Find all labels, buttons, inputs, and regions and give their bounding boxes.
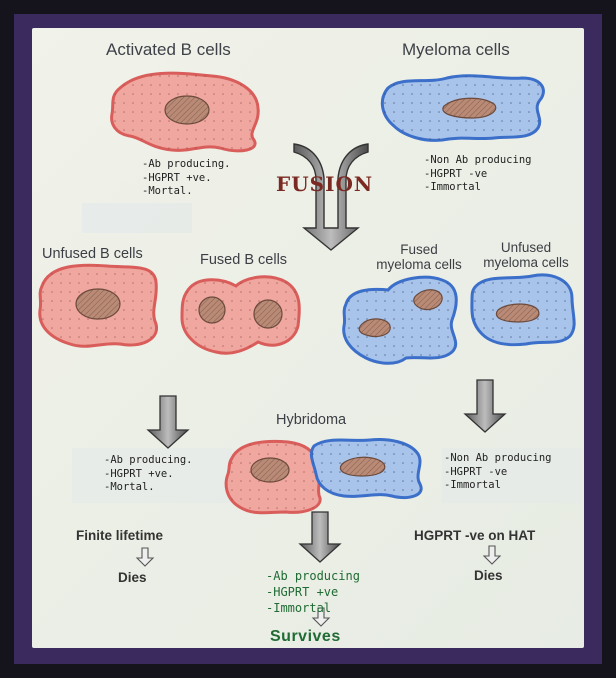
label-unfused-myeloma: Unfused myeloma cells [476, 240, 576, 270]
fusion-arrow [293, 143, 369, 251]
label-survives: Survives [270, 628, 341, 645]
note-myeloma-top-2: -HGPRT -ve [424, 167, 488, 180]
note-hybridoma-3: -Immortal [266, 601, 332, 615]
note-b-top: -Ab producing. -HGPRT +ve. -Mortal. [142, 158, 231, 199]
note-hybridoma: -Ab producing -HGPRT +ve -Immortal [266, 568, 360, 616]
unfused-myeloma-cell [470, 273, 576, 347]
label-fused-myeloma-2: myeloma cells [376, 257, 462, 272]
arrow-center [298, 511, 342, 563]
note-myeloma-top: -Non Ab producing -HGPRT -ve -Immortal [424, 154, 531, 195]
label-dies-right: Dies [474, 568, 503, 583]
note-myeloma-mid-2: -HGPRT -ve [444, 465, 508, 478]
arrow-left [146, 395, 190, 449]
note-b-mid-3: -Mortal. [104, 481, 155, 493]
note-myeloma-mid-3: -Immortal [444, 479, 501, 491]
label-dies-left: Dies [118, 570, 147, 585]
fused-b-cells [180, 275, 301, 355]
note-hybridoma-1: -Ab producing [266, 569, 360, 583]
label-myeloma-cells: Myeloma cells [402, 40, 510, 59]
small-arrow-left [135, 547, 155, 567]
note-b-top-1: -Ab producing. [142, 158, 231, 170]
label-finite-lifetime: Finite lifetime [76, 528, 164, 543]
note-b-top-2: -HGPRT +ve. [142, 171, 212, 184]
note-b-mid: -Ab producing. -HGPRT +ve. -Mortal. [104, 454, 193, 495]
note-hybridoma-2: -HGPRT +ve [266, 585, 339, 599]
diagram-drawing [38, 71, 582, 627]
fused-myeloma-cells [342, 275, 458, 365]
label-hgprt-hat: HGPRT -ve on HAT [414, 528, 536, 543]
note-myeloma-top-1: -Non Ab producing [424, 154, 532, 166]
label-fused-b-cells: Fused B cells [200, 252, 288, 268]
hybridoma-cell [224, 438, 423, 515]
label-fused-myeloma-1: Fused [400, 242, 438, 257]
label-fused-myeloma: Fused myeloma cells [364, 242, 474, 272]
small-arrow-center [311, 607, 331, 627]
note-b-top-3: -Mortal. [142, 185, 193, 197]
label-activated-b-cells: Activated B cells [106, 40, 231, 59]
note-myeloma-mid-1: -Non Ab producing [444, 452, 552, 464]
note-b-mid-1: -Ab producing. [104, 454, 193, 466]
label-hybridoma: Hybridoma [276, 412, 347, 428]
label-unfused-b-cells: Unfused B cells [42, 246, 143, 262]
label-unfused-myeloma-1: Unfused [500, 240, 552, 255]
arrow-right [463, 379, 507, 433]
paper-sheet: Activated B cells Myeloma cells -Ab prod… [32, 28, 584, 648]
label-fusion: FUSION [276, 172, 374, 196]
unfused-b-cell [38, 263, 158, 348]
note-b-mid-2: -HGPRT +ve. [104, 467, 174, 480]
note-myeloma-top-3: -Immortal [424, 181, 481, 193]
activated-b-cell [110, 71, 260, 153]
label-unfused-myeloma-2: myeloma cells [483, 255, 569, 270]
myeloma-cell-top [380, 74, 545, 142]
small-arrow-right [482, 545, 502, 565]
note-myeloma-mid: -Non Ab producing -HGPRT -ve -Immortal [444, 452, 551, 493]
